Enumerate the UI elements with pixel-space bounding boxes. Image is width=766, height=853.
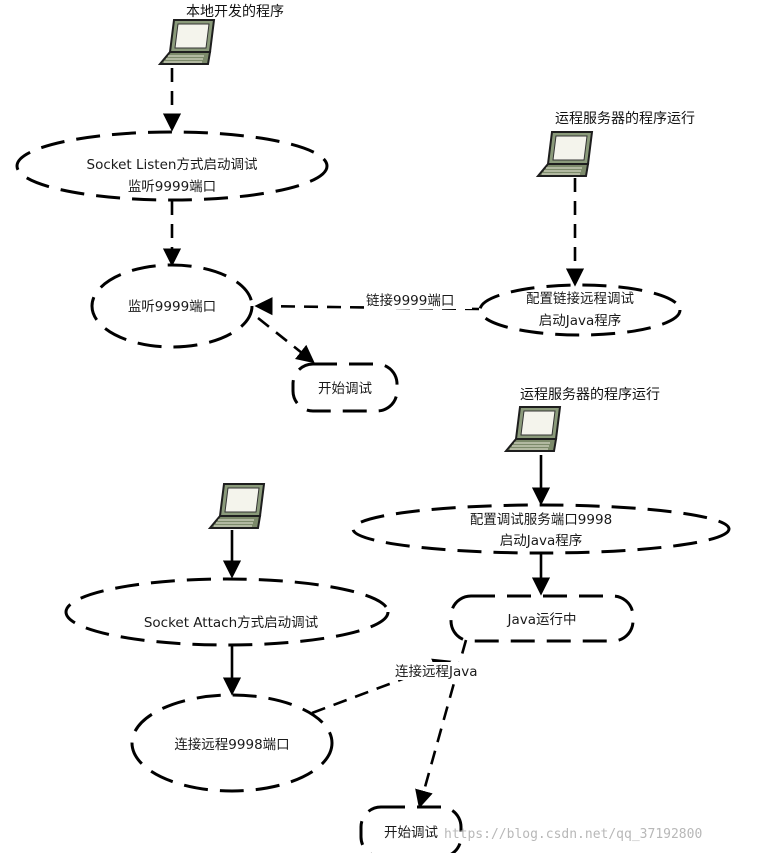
node-socket-listen-line1: Socket Listen方式启动调试 — [87, 157, 258, 173]
laptop-icon — [505, 406, 561, 452]
node-config-port-line1: 配置调试服务端口9998 — [470, 512, 612, 528]
node-socket-attach-label: Socket Attach方式启动调试 — [144, 615, 319, 631]
node-socket-attach — [64, 577, 390, 647]
node-socket-listen — [15, 130, 329, 202]
node-socket-listen-line2: 监听9999端口 — [128, 179, 216, 195]
caption-local-program: 本地开发的程序 — [186, 4, 284, 20]
laptop-icon — [159, 19, 215, 65]
edge-label-connect-java: 连接远程Java — [395, 663, 478, 680]
caption-remote-program-1: 运程服务器的程序运行 — [555, 111, 695, 127]
node-start-debug-2 — [359, 805, 463, 853]
node-config-port-line2: 启动Java程序 — [500, 533, 583, 549]
node-start-debug-1 — [291, 362, 399, 413]
node-config-link — [478, 283, 682, 337]
caption-remote-program-2: 运程服务器的程序运行 — [520, 387, 660, 403]
watermark: https://blog.csdn.net/qq_37192800 — [444, 827, 702, 842]
laptop-icon — [537, 131, 593, 177]
node-connect-port-label: 连接远程9998端口 — [174, 736, 289, 753]
node-listen-port-label: 监听9999端口 — [128, 299, 216, 315]
node-start-debug-1-label: 开始调试 — [318, 381, 372, 397]
node-config-link-line1: 配置链接远程调试 — [526, 290, 634, 307]
node-config-link-line2: 启动Java程序 — [539, 313, 622, 329]
edge-port-to-debug — [257, 316, 315, 364]
laptop-icon — [209, 483, 265, 529]
node-start-debug-2-label: 开始调试 — [384, 825, 438, 841]
edge-label-link-9999: 链接9999端口 — [366, 292, 454, 309]
node-connect-port — [130, 693, 334, 793]
node-java-running-label: Java运行中 — [506, 612, 576, 628]
